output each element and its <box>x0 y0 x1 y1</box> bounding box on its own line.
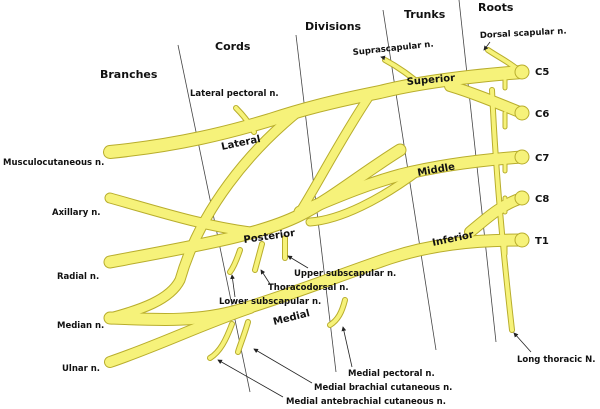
branch-radial: Radial n. <box>57 272 99 282</box>
superior-trunk-nerve <box>104 66 528 158</box>
lateral-to-posterior-nerve <box>296 91 374 216</box>
label-medial-pectoral: Medial pectoral n. <box>348 369 435 379</box>
lateral-pectoral-nerve <box>234 106 256 134</box>
root-c5: C5 <box>535 67 549 78</box>
branch-ulnar: Ulnar n. <box>62 364 100 374</box>
medial-to-posterior-nerve <box>306 166 424 226</box>
label-thoracodorsal: Thoracodorsal n. <box>268 283 349 293</box>
branch-axillary: Axillary n. <box>52 208 101 218</box>
median-lateral-root-nerve <box>105 105 305 323</box>
c8-root-nerve <box>465 193 527 237</box>
label-medial-antebrachial-cutaneous: Medial antebrachial cutaneous n. <box>286 397 446 407</box>
medial-brachial-cutaneous-nerve <box>236 320 250 354</box>
c6-root-nerve <box>445 81 527 118</box>
posterior-cord-nerve <box>104 144 406 268</box>
branch-median: Median n. <box>57 321 104 331</box>
header-trunks: Trunks <box>404 8 446 21</box>
inferior-trunk-nerve <box>104 234 528 325</box>
middle-trunk-nerve <box>294 151 528 218</box>
root-t1: T1 <box>535 236 549 247</box>
suprascapular-nerve <box>383 58 422 86</box>
cord-medial: Medial <box>272 308 311 328</box>
header-divisions: Divisions <box>305 20 362 33</box>
label-lateral-pectoral: Lateral pectoral n. <box>190 89 279 99</box>
label-dorsal-scapular: Dorsal scapular n. <box>480 26 567 41</box>
ulnar-nerve <box>105 303 255 367</box>
nerve-paths <box>103 47 529 368</box>
root-c6: C6 <box>535 109 549 120</box>
root-c8: C8 <box>535 194 549 205</box>
label-medial-brachial-cutaneous: Medial brachial cutaneous n. <box>314 383 452 393</box>
header-branches: Branches <box>100 68 158 81</box>
lower-subscapular-nerve <box>228 248 242 274</box>
pointer-arrows <box>217 41 532 398</box>
trunk-superior: Superior <box>406 73 455 88</box>
root-bulbs <box>514 64 530 248</box>
thoracodorsal-nerve <box>253 242 264 272</box>
long-thoracic-nerve <box>490 88 514 332</box>
header-roots: Roots <box>478 1 514 14</box>
root-c7: C7 <box>535 153 549 164</box>
axillary-nerve <box>105 193 255 237</box>
header-cords: Cords <box>215 40 251 53</box>
label-lower-subscapular: Lower subscapular n. <box>219 297 321 307</box>
medial-antebrachial-cutaneous-nerve <box>208 322 234 360</box>
label-upper-subscapular: Upper subscapular n. <box>294 269 396 279</box>
medial-pectoral-nerve <box>328 298 347 327</box>
branch-musculocutaneous: Musculocutaneous n. <box>3 158 104 168</box>
label-long-thoracic: Long thoracic N. <box>517 355 596 365</box>
label-suprascapular: Suprascapular n. <box>352 40 434 58</box>
